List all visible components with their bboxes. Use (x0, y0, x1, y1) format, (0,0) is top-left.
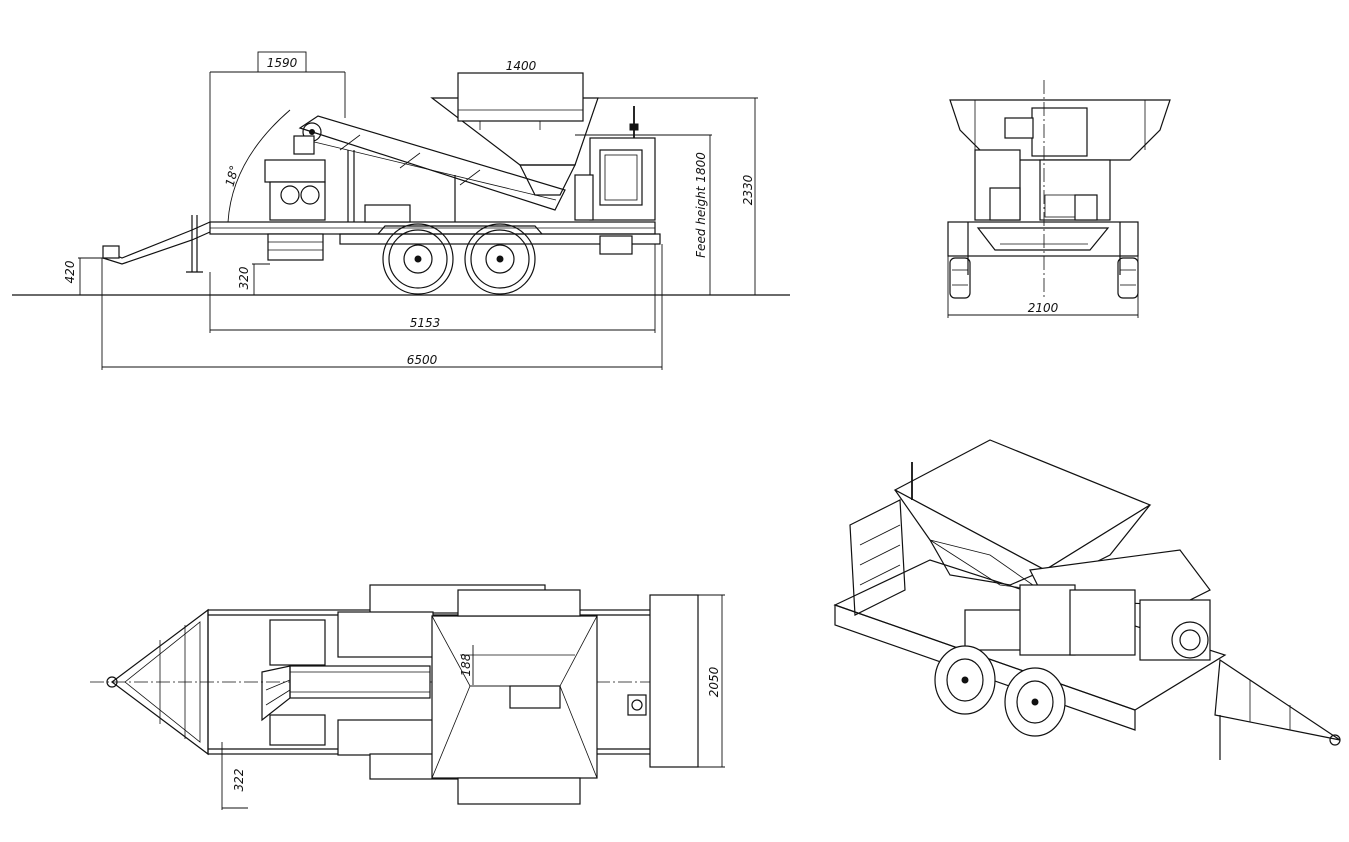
side-hopper (430, 72, 599, 196)
dim-hitch-height: 420 (63, 260, 77, 283)
side-dimensions: 1590 18° 1400 Feed height 1800 2330 420 … (63, 51, 758, 370)
dim-conveyor-reach: 1590 (267, 56, 298, 70)
side-wheel-rear (464, 223, 536, 295)
dim-top-side-offset: 322 (232, 769, 246, 792)
side-drive-unit (264, 159, 411, 223)
side-engine-box (574, 106, 656, 221)
front-view: 2100 (947, 80, 1171, 318)
chassis-frame (209, 221, 661, 261)
dim-top-offset: 188 (459, 653, 473, 676)
iso-wheel-rear (1004, 667, 1066, 737)
dim-top-width: 2050 (707, 666, 721, 697)
iso-wheel-front (934, 645, 996, 715)
isometric-view (833, 439, 1341, 760)
side-conveyor (293, 115, 566, 222)
side-wheel-front (382, 223, 454, 295)
dim-conveyor-angle: 18° (223, 164, 242, 188)
dim-front-width: 2100 (1028, 301, 1059, 315)
dim-feed-height: Feed height 1800 (694, 152, 708, 258)
drawbar (102, 215, 211, 273)
top-view: 2050 188 322 (90, 584, 725, 810)
dim-hopper-width: 1400 (506, 59, 537, 73)
dim-overall-length: 6500 (407, 353, 438, 367)
dim-overall-height: 2330 (741, 174, 755, 205)
side-view: 1590 18° 1400 Feed height 1800 2330 420 … (12, 51, 790, 370)
dim-frame-length: 5153 (410, 316, 441, 330)
dim-frame-height: 320 (237, 266, 251, 289)
